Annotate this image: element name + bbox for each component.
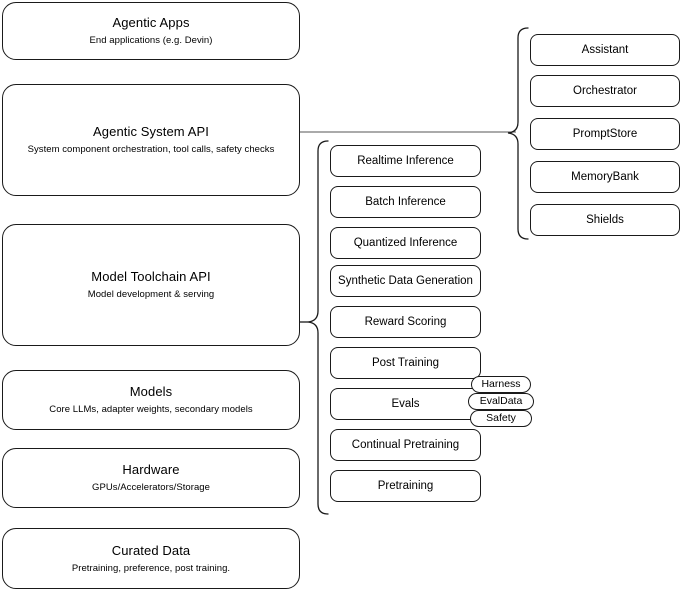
capability-reward-scoring[interactable]: Reward Scoring	[330, 306, 481, 338]
capability-realtime-inference[interactable]: Realtime Inference	[330, 145, 481, 177]
badge-evaldata[interactable]: EvalData	[468, 393, 534, 410]
layer-title: Agentic Apps	[112, 15, 190, 30]
component-shields[interactable]: Shields	[530, 204, 680, 236]
layer-curated-data[interactable]: Curated Data Pretraining, preference, po…	[2, 528, 300, 589]
component-memorybank[interactable]: MemoryBank	[530, 161, 680, 193]
layer-models[interactable]: Models Core LLMs, adapter weights, secon…	[2, 370, 300, 430]
layer-title: Models	[129, 384, 173, 399]
capability-evals[interactable]: Evals	[330, 388, 481, 420]
layer-agentic-system-api[interactable]: Agentic System API System component orch…	[2, 84, 300, 196]
capability-pretraining[interactable]: Pretraining	[330, 470, 481, 502]
badge-safety[interactable]: Safety	[470, 410, 532, 427]
component-orchestrator[interactable]: Orchestrator	[530, 75, 680, 107]
layer-title: Curated Data	[111, 542, 191, 558]
capability-quantized-inference[interactable]: Quantized Inference	[330, 227, 481, 259]
layer-title: Hardware	[122, 462, 180, 477]
capability-continual-pretraining[interactable]: Continual Pretraining	[330, 429, 481, 461]
layer-subtitle: GPUs/Accelerators/Storage	[92, 482, 210, 493]
layer-title: Model Toolchain API	[91, 269, 211, 284]
layer-subtitle: Pretraining, preference, post training.	[71, 562, 231, 574]
component-promptstore[interactable]: PromptStore	[530, 118, 680, 150]
badge-harness[interactable]: Harness	[471, 376, 531, 393]
capability-synthetic-data-generation[interactable]: Synthetic Data Generation	[330, 265, 481, 297]
layer-subtitle: Core LLMs, adapter weights, secondary mo…	[49, 404, 253, 415]
layer-model-toolchain-api[interactable]: Model Toolchain API Model development & …	[2, 224, 300, 346]
capability-post-training[interactable]: Post Training	[330, 347, 481, 379]
layer-hardware[interactable]: Hardware GPUs/Accelerators/Storage	[2, 448, 300, 508]
layer-agentic-apps[interactable]: Agentic Apps End applications (e.g. Devi…	[2, 2, 300, 60]
layer-title: Agentic System API	[93, 124, 209, 139]
layer-subtitle: End applications (e.g. Devin)	[89, 35, 213, 46]
capability-batch-inference[interactable]: Batch Inference	[330, 186, 481, 218]
layer-subtitle: System component orchestration, tool cal…	[27, 144, 275, 155]
layer-subtitle: Model development & serving	[87, 289, 215, 300]
component-assistant[interactable]: Assistant	[530, 34, 680, 66]
